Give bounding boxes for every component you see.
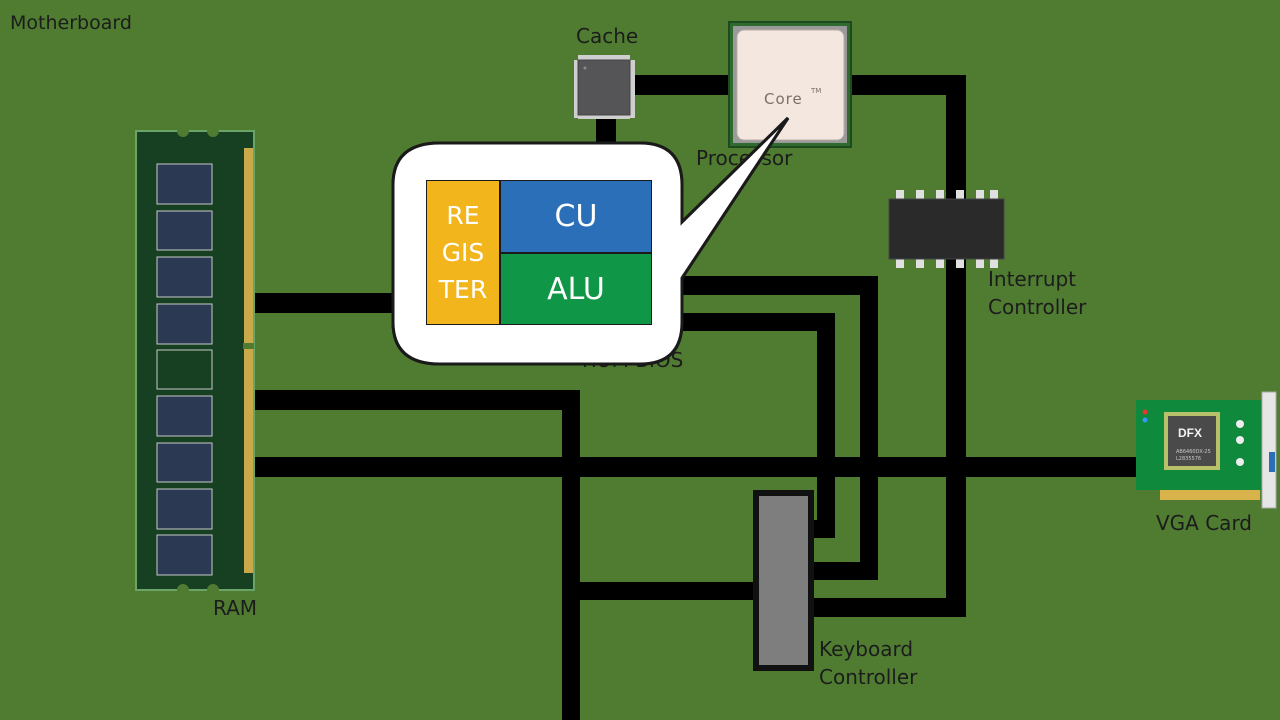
processor-label: Processor xyxy=(696,146,793,170)
ram-chips xyxy=(156,163,213,576)
alu-block: ALU xyxy=(500,253,652,325)
bus-rom-1 xyxy=(680,276,878,295)
register-line-2: GIS xyxy=(441,238,485,267)
bus-bottom-right xyxy=(812,598,966,617)
cache-chip xyxy=(574,55,635,119)
vga-chip-brand: DFX xyxy=(1178,426,1202,440)
bus-rom-1-vertical xyxy=(860,276,878,580)
bus-vertical-left xyxy=(562,390,580,720)
ram-label: RAM xyxy=(213,596,258,620)
bus-rom-2-vertical xyxy=(817,313,835,538)
bus-rom-2-keyboard xyxy=(812,520,835,538)
bus-main-horizontal xyxy=(254,457,1138,477)
bus-cache-processor xyxy=(632,75,732,95)
rom-bios-label: ROM BIOS xyxy=(582,348,684,372)
register-line-1: RE xyxy=(446,201,480,230)
keyboard-controller-chip xyxy=(753,490,814,671)
bus-ram-cpu xyxy=(254,293,399,313)
vga-chip-line2: L2835576 xyxy=(1176,456,1202,462)
bus-rom-2 xyxy=(680,313,835,331)
vga-card xyxy=(1136,391,1277,509)
bus-rom-1-keyboard xyxy=(812,562,878,580)
board-title: Motherboard xyxy=(10,12,132,34)
control-unit-block: CU xyxy=(500,180,652,253)
vga-chip-line1: AB6460DX-25 xyxy=(1176,449,1211,455)
cache-label: Cache xyxy=(576,24,639,48)
bus-processor-right xyxy=(850,75,966,95)
ram-module xyxy=(135,125,255,596)
interrupt-controller-label: Interrupt Controller xyxy=(988,267,1087,319)
register-line-3: TER xyxy=(438,275,488,304)
processor-chip-text: Core xyxy=(764,90,803,108)
processor-chip xyxy=(728,21,852,148)
processor-trademark: TM xyxy=(811,87,822,95)
register-block: RE GIS TER xyxy=(426,180,500,325)
interrupt-controller-chip xyxy=(888,190,1005,268)
vga-card-label: VGA Card xyxy=(1156,511,1253,535)
bus-ram-lower xyxy=(254,390,580,410)
bus-right-vertical xyxy=(946,75,966,617)
bus-to-keyboard xyxy=(562,582,756,600)
keyboard-controller-label: Keyboard Controller xyxy=(819,637,918,689)
